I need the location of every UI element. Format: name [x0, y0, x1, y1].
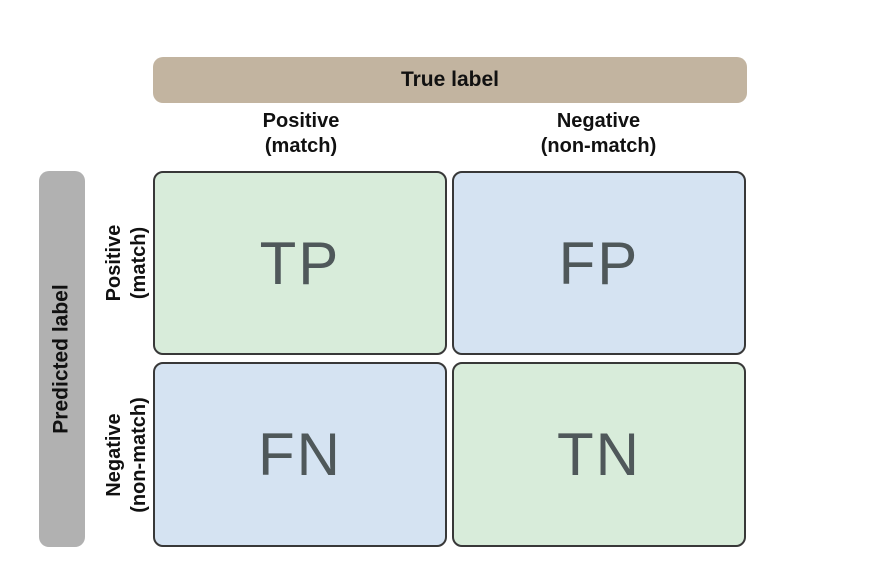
- col-header-positive-line1: Positive: [262, 110, 340, 132]
- row-header-negative-line2: (non-match): [128, 397, 150, 513]
- col-header-positive: Positive (match): [155, 109, 447, 163]
- col-header-negative-line2: (non-match): [540, 135, 657, 157]
- row-header-negative-line1: Negative: [103, 413, 125, 497]
- true-label-bar: True label: [153, 57, 747, 103]
- col-header-positive-line2: (match): [264, 135, 338, 157]
- true-label-text: True label: [400, 68, 500, 91]
- predicted-label-text: Predicted label: [50, 284, 74, 434]
- col-header-negative: Negative (non-match): [452, 109, 745, 163]
- predicted-label-bar: Predicted label: [39, 171, 85, 547]
- row-header-negative: Negative (non-match): [101, 362, 153, 548]
- row-header-positive-line2: (match): [128, 226, 150, 300]
- cell-true-positive-label: TP: [259, 229, 341, 297]
- row-header-positive: Positive (match): [101, 170, 153, 356]
- cell-false-negative: FN: [153, 362, 447, 547]
- cell-false-negative-label: FN: [258, 421, 342, 488]
- cell-true-negative-label: TN: [557, 421, 641, 488]
- cell-true-positive: TP: [153, 171, 447, 355]
- cell-true-negative: TN: [452, 362, 746, 547]
- cell-false-positive-label: FP: [558, 229, 640, 297]
- cell-false-positive: FP: [452, 171, 746, 355]
- col-header-negative-line1: Negative: [556, 110, 641, 132]
- row-header-positive-line1: Positive: [103, 224, 125, 302]
